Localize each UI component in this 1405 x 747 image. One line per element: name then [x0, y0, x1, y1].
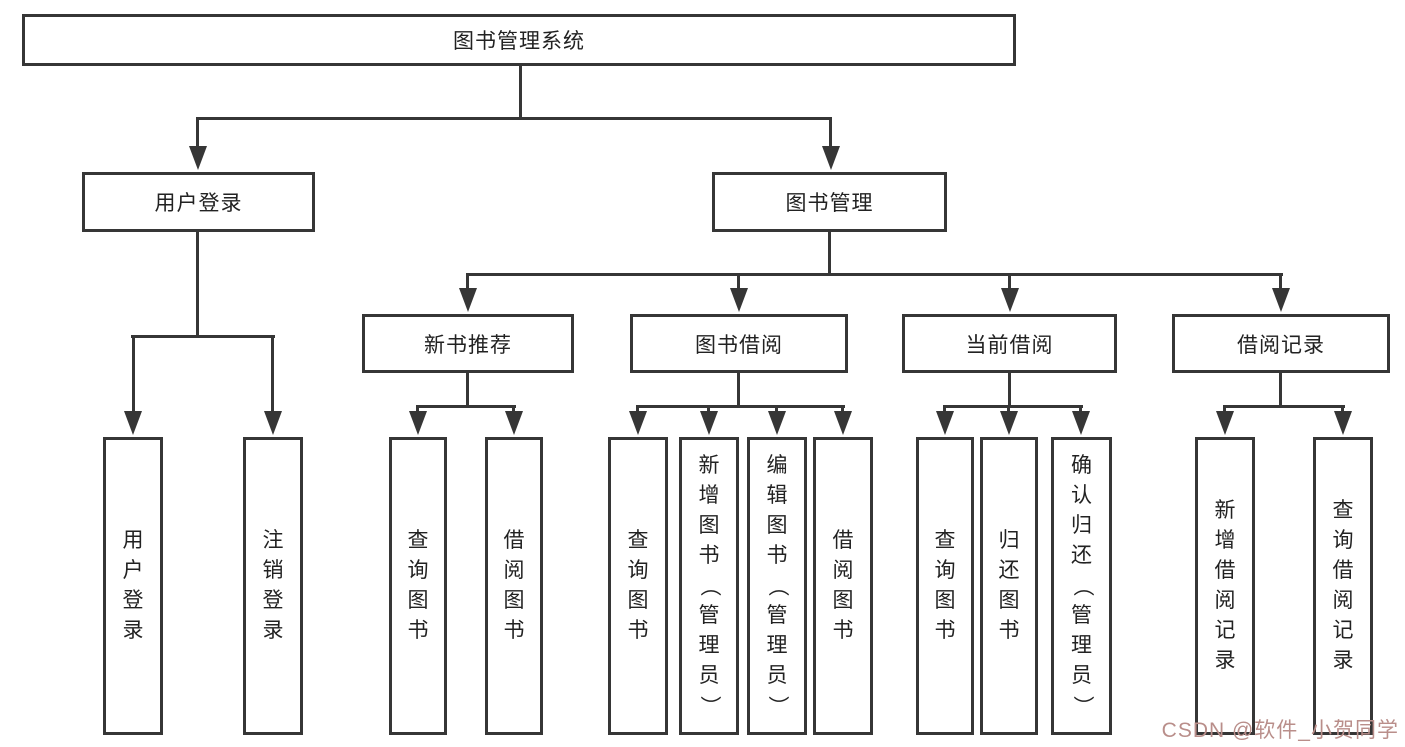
node-label: 当前借阅 [965, 333, 1054, 357]
leaf-return-books: 归还图书 [980, 437, 1038, 735]
connector-module-stub [466, 373, 469, 407]
watermark: CSDN @软件_小贺同学 [1161, 719, 1399, 742]
node-label: 新书推荐 [424, 333, 512, 357]
leaf-label: 用户登录 [122, 529, 144, 642]
leaf-label: 归还图书 [998, 529, 1020, 642]
connector-group-bar [944, 405, 1083, 408]
arrow-down-icon [505, 411, 523, 435]
leaf-label: 注销登录 [262, 529, 284, 642]
leaf-label: 查询借阅记录 [1332, 499, 1354, 672]
arrow-down-icon [409, 411, 427, 435]
leaf-add-books-admin: 新增图书（管理员） [679, 437, 739, 735]
node-label: 用户登录 [154, 192, 243, 215]
arrow-down-icon [1334, 411, 1352, 435]
arrow-down-icon [1072, 411, 1090, 435]
connector-module-stub [1279, 373, 1282, 407]
connector-drop-module [466, 273, 469, 295]
leaf-borrow-books-recommend: 借阅图书 [485, 437, 543, 735]
arrow-down-icon [768, 411, 786, 435]
connector-level1-bar [196, 117, 832, 120]
node-book-management-system: 图书管理系统 [22, 14, 1016, 66]
leaf-label: 确认归还（管理员） [1070, 454, 1094, 717]
arrow-down-icon [124, 411, 142, 435]
node-user-login: 用户登录 [82, 172, 315, 232]
connector-drop-module [737, 273, 740, 295]
leaf-add-borrow-record: 新增借阅记录 [1195, 437, 1255, 735]
connector-drop-book-management [829, 117, 832, 151]
connector-drop-module [1008, 273, 1011, 295]
connector-user-login-stub [196, 232, 199, 336]
connector-drop-leaf [271, 335, 274, 415]
node-borrowing-records: 借阅记录 [1172, 314, 1390, 373]
leaf-label: 查询图书 [627, 529, 649, 642]
leaf-query-borrow-record: 查询借阅记录 [1313, 437, 1373, 735]
connector-group-bar [637, 405, 845, 408]
leaf-label: 新增图书（管理员） [698, 454, 721, 717]
connector-root-stub [519, 66, 522, 117]
connector-module-stub [1008, 373, 1011, 407]
leaf-borrow-books-borrowing: 借阅图书 [813, 437, 873, 735]
leaf-label: 借阅图书 [503, 529, 525, 642]
connector-group-bar [1224, 405, 1345, 408]
leaf-label: 借阅图书 [832, 529, 854, 642]
arrow-down-icon [822, 146, 840, 170]
arrow-down-icon [700, 411, 718, 435]
connector-drop-user-login [196, 117, 199, 151]
connector-group-bar [417, 405, 516, 408]
arrow-down-icon [629, 411, 647, 435]
arrow-down-icon [264, 411, 282, 435]
arrow-down-icon [730, 288, 748, 312]
leaf-user-login: 用户登录 [103, 437, 163, 735]
arrow-down-icon [1272, 288, 1290, 312]
node-label: 图书管理 [785, 192, 874, 215]
node-label: 图书借阅 [695, 333, 783, 357]
node-label: 图书管理系统 [453, 30, 585, 53]
leaf-label: 新增借阅记录 [1214, 499, 1236, 672]
leaf-confirm-return-admin: 确认归还（管理员） [1051, 437, 1112, 735]
connector-drop-module [1279, 273, 1282, 295]
leaf-label: 查询图书 [407, 529, 429, 642]
leaf-query-books-current: 查询图书 [916, 437, 974, 735]
node-book-borrowing: 图书借阅 [630, 314, 848, 373]
arrow-down-icon [1001, 288, 1019, 312]
leaf-query-books-borrowing: 查询图书 [608, 437, 668, 735]
arrow-down-icon [189, 146, 207, 170]
arrow-down-icon [1216, 411, 1234, 435]
connector-module-stub [737, 373, 740, 407]
arrow-down-icon [936, 411, 954, 435]
leaf-logout: 注销登录 [243, 437, 303, 735]
leaf-label: 编辑图书（管理员） [766, 454, 789, 717]
node-current-borrowing: 当前借阅 [902, 314, 1117, 373]
node-new-book-recommendation: 新书推荐 [362, 314, 574, 373]
arrow-down-icon [1000, 411, 1018, 435]
leaf-label: 查询图书 [934, 529, 956, 642]
node-book-management: 图书管理 [712, 172, 947, 232]
connector-drop-leaf [132, 335, 135, 415]
arrow-down-icon [459, 288, 477, 312]
leaf-edit-books-admin: 编辑图书（管理员） [747, 437, 807, 735]
connector-level3-bar [466, 273, 1283, 276]
node-label: 借阅记录 [1237, 333, 1325, 357]
connector-user-login-bar [131, 335, 275, 338]
arrow-down-icon [834, 411, 852, 435]
leaf-query-books-recommend: 查询图书 [389, 437, 447, 735]
connector-book-management-stub [828, 232, 831, 276]
